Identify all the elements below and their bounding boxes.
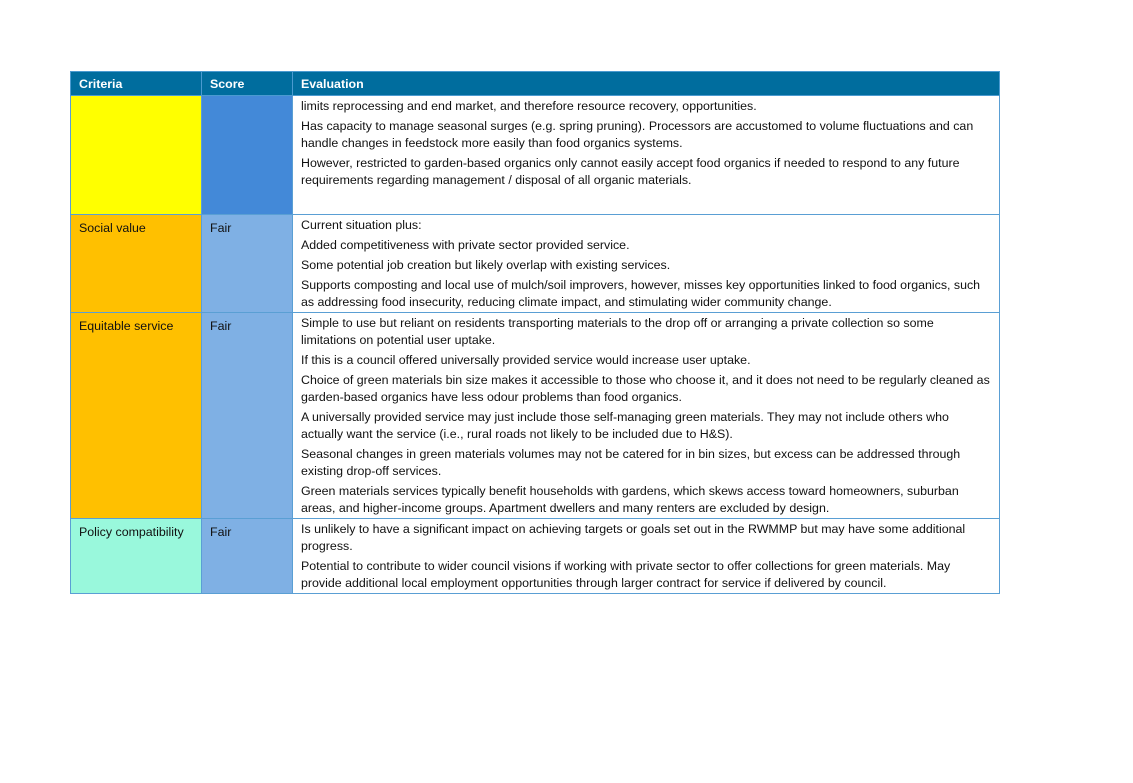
evaluation-paragraph: Potential to contribute to wider council… <box>301 559 951 590</box>
score-cell: Fair <box>201 214 293 313</box>
evaluation-paragraph: Simple to use but reliant on residents t… <box>301 316 934 347</box>
evaluation-cell: Current situation plus: Added competitiv… <box>292 214 1000 313</box>
score-cell <box>201 95 293 215</box>
evaluation-table: Criteria Score Evaluation limits reproce… <box>70 71 1000 594</box>
header-score: Score <box>201 71 293 96</box>
table-row: Social value Fair Current situation plus… <box>70 214 1000 313</box>
evaluation-paragraph: However, restricted to garden-based orga… <box>301 156 960 187</box>
evaluation-paragraph: Is unlikely to have a significant impact… <box>301 522 966 553</box>
evaluation-cell: limits reprocessing and end market, and … <box>292 95 1000 215</box>
criteria-cell: Equitable service <box>70 312 202 519</box>
score-cell: Fair <box>201 518 293 594</box>
evaluation-paragraph: Seasonal changes in green materials volu… <box>301 447 961 478</box>
evaluation-paragraph: Has capacity to manage seasonal surges (… <box>301 119 974 150</box>
table-row: limits reprocessing and end market, and … <box>70 95 1000 215</box>
evaluation-paragraph: Green materials services typically benef… <box>301 484 959 515</box>
criteria-cell: Social value <box>70 214 202 313</box>
header-evaluation: Evaluation <box>292 71 1000 96</box>
score-cell: Fair <box>201 312 293 519</box>
evaluation-paragraph: Supports composting and local use of mul… <box>301 278 981 309</box>
evaluation-cell: Simple to use but reliant on residents t… <box>292 312 1000 519</box>
table-row: Equitable service Fair Simple to use but… <box>70 312 1000 519</box>
table-header-row: Criteria Score Evaluation <box>70 71 1000 96</box>
evaluation-cell: Is unlikely to have a significant impact… <box>292 518 1000 594</box>
criteria-cell: Policy compatibility <box>70 518 202 594</box>
evaluation-paragraph: Current situation plus: <box>301 218 422 232</box>
evaluation-paragraph: Added competitiveness with private secto… <box>301 238 630 252</box>
evaluation-paragraph: Some potential job creation but likely o… <box>301 258 671 272</box>
table-row: Policy compatibility Fair Is unlikely to… <box>70 518 1000 594</box>
header-criteria: Criteria <box>70 71 202 96</box>
evaluation-paragraph: Choice of green materials bin size makes… <box>301 373 990 404</box>
evaluation-paragraph: limits reprocessing and end market, and … <box>301 99 757 113</box>
evaluation-paragraph: A universally provided service may just … <box>301 410 949 441</box>
criteria-cell <box>70 95 202 215</box>
evaluation-paragraph: If this is a council offered universally… <box>301 353 751 367</box>
